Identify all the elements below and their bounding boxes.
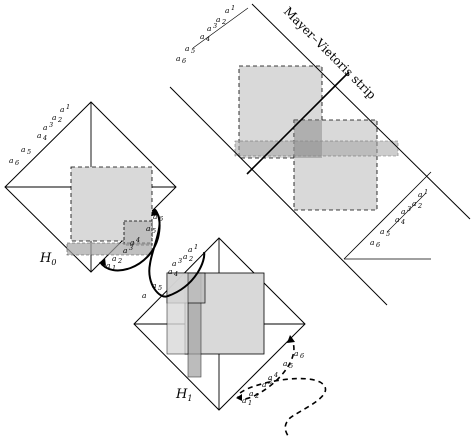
svg-text:3: 3	[268, 378, 272, 386]
svg-text:a: a	[294, 349, 298, 358]
tick-label-a2: a	[216, 15, 220, 24]
h1-label: H1	[175, 387, 192, 403]
svg-text:1: 1	[248, 399, 252, 407]
svg-text:a: a	[43, 123, 47, 132]
svg-text:a: a	[395, 215, 399, 224]
svg-text:2: 2	[254, 392, 259, 400]
svg-text:a: a	[401, 207, 405, 216]
strip-overlap-vertical	[294, 120, 322, 158]
svg-text:1: 1	[194, 243, 198, 251]
gluing-curves	[99, 208, 327, 437]
svg-text:a: a	[268, 373, 272, 382]
svg-text:1: 1	[66, 103, 70, 111]
svg-text:a: a	[153, 212, 157, 221]
svg-text:a: a	[130, 238, 134, 247]
arrowhead-h0-upper	[151, 209, 158, 216]
svg-text:3: 3	[407, 205, 411, 213]
svg-text:a: a	[188, 245, 192, 254]
svg-text:4: 4	[42, 134, 47, 142]
svg-text:4: 4	[400, 218, 405, 226]
svg-text:2: 2	[117, 257, 122, 265]
svg-text:3: 3	[178, 257, 182, 265]
h1-box-outline-left	[166, 272, 189, 355]
svg-text:2: 2	[188, 255, 193, 263]
mayer-vietoris-strip: Mayer–Vietoris strip a 1 a 2 a 3 a 4 a 5	[169, 3, 471, 306]
gluing-curve-h0-h1	[99, 208, 206, 298]
arrowhead-h0	[99, 258, 106, 266]
svg-text:a: a	[9, 156, 13, 165]
svg-text:6: 6	[15, 159, 19, 167]
svg-text:a: a	[418, 190, 422, 199]
svg-text:a: a	[142, 291, 146, 300]
svg-text:a: a	[172, 259, 176, 268]
svg-text:a: a	[370, 238, 374, 247]
svg-text:a: a	[60, 105, 64, 114]
strip-lower-edge	[169, 86, 388, 306]
tick-label-a3: a	[207, 24, 211, 33]
svg-text:a: a	[242, 396, 246, 405]
arrowhead-h1-lower	[236, 394, 242, 401]
tick-label-a1: a	[225, 6, 229, 15]
svg-text:a: a	[37, 131, 41, 140]
svg-text:a: a	[123, 246, 127, 255]
svg-text:6: 6	[376, 241, 380, 249]
strip-diagonal	[246, 71, 350, 175]
svg-text:4: 4	[273, 371, 278, 379]
svg-text:6: 6	[159, 215, 163, 223]
tick-sub-a1: 1	[231, 4, 235, 12]
tick-label-a5: a	[185, 44, 189, 53]
svg-text:a: a	[21, 145, 25, 154]
strip-lower-diagonal	[343, 171, 432, 260]
svg-text:2: 2	[417, 202, 422, 210]
svg-text:a: a	[152, 281, 156, 290]
dashed-curve-h1	[237, 336, 327, 437]
svg-text:6: 6	[300, 352, 304, 360]
svg-text:a: a	[380, 227, 384, 236]
svg-text:4: 4	[173, 270, 178, 278]
svg-text:a: a	[52, 113, 56, 122]
strip-top-ticks: a 1 a 2 a 3 a 4 a 5 a 6	[176, 4, 249, 65]
svg-text:a: a	[412, 199, 416, 208]
svg-text:5: 5	[158, 284, 162, 292]
tick-sub-a4: 4	[205, 35, 210, 43]
tick-sub-a3: 3	[213, 22, 217, 30]
svg-text:1: 1	[424, 188, 428, 196]
svg-text:5: 5	[289, 362, 293, 370]
svg-text:a: a	[112, 254, 116, 263]
svg-text:a: a	[183, 252, 187, 261]
svg-text:5: 5	[27, 148, 31, 156]
svg-text:a: a	[283, 359, 287, 368]
svg-text:3: 3	[129, 244, 133, 252]
svg-text:1: 1	[112, 264, 116, 272]
strip-bottom-ticks: a 1 a 2 a 3 a 4 a 5 a 6	[370, 188, 428, 249]
tick-sub-a6: 6	[182, 57, 186, 65]
tick-sub-a5: 5	[191, 47, 195, 55]
tick-sub-a2: 2	[221, 18, 226, 26]
svg-text:a: a	[262, 380, 266, 389]
tick-label-a6: a	[176, 54, 180, 63]
svg-text:a: a	[106, 261, 110, 270]
arrowhead-h1-upper	[287, 335, 295, 343]
svg-text:a: a	[249, 389, 253, 398]
svg-text:a: a	[168, 267, 172, 276]
svg-text:a: a	[146, 224, 150, 233]
strip-upper-edge	[251, 3, 471, 220]
tick-label-a4: a	[200, 32, 204, 41]
svg-text:4: 4	[135, 236, 140, 244]
svg-text:5: 5	[386, 230, 390, 238]
h0-overlap-band	[66, 242, 153, 256]
svg-text:2: 2	[57, 116, 62, 124]
svg-text:5: 5	[152, 227, 156, 235]
h0-box-large	[70, 166, 153, 242]
svg-text:3: 3	[49, 121, 53, 129]
h0-label: H0	[39, 251, 56, 267]
